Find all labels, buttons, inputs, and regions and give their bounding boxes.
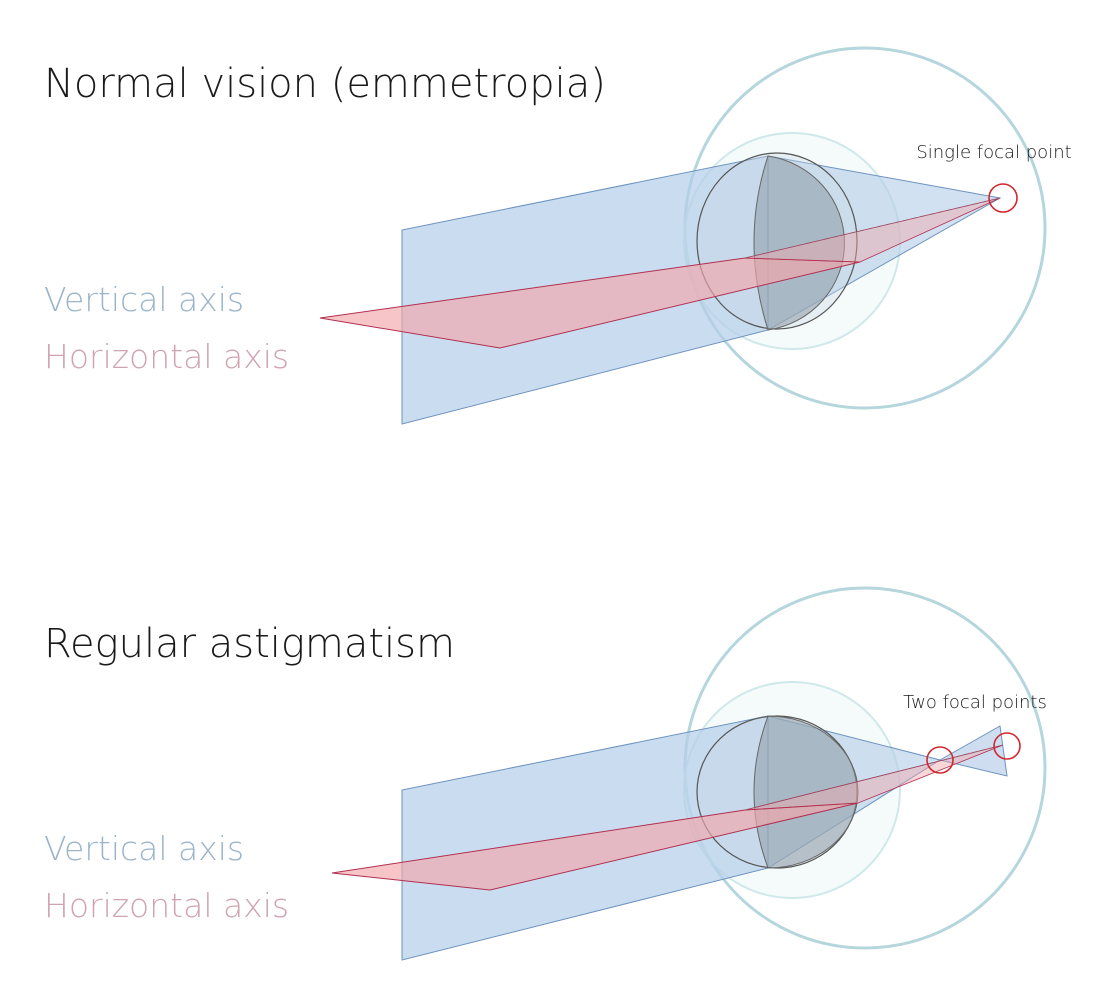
legend-horizontal-axis: Horizontal axis: [44, 337, 289, 376]
focal-point-marker-2: [993, 732, 1021, 760]
focal-caption: Two focal points: [903, 692, 1047, 713]
legend-horizontal-axis: Horizontal axis: [44, 886, 289, 925]
panel-normal-vision: Normal vision (emmetropia) Single focal …: [44, 46, 1072, 425]
panel-title: Regular astigmatism: [44, 621, 455, 667]
panel-title: Normal vision (emmetropia): [44, 61, 606, 107]
focal-point-marker: [988, 183, 1018, 213]
focal-point-marker-1: [926, 746, 954, 774]
panel-regular-astigmatism: Regular astigmatism Two focal points Ver…: [44, 586, 1047, 961]
lens-cross-section: [753, 155, 845, 331]
legend-vertical-axis: Vertical axis: [44, 280, 244, 319]
optical-axis: [744, 197, 1001, 259]
legend-vertical-axis: Vertical axis: [44, 829, 244, 868]
focal-caption: Single focal point: [916, 142, 1071, 163]
